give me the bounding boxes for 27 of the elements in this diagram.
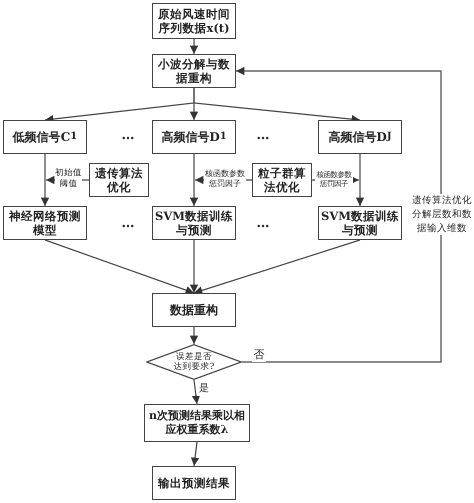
process-box: SVM数据训练与预测 xyxy=(152,206,236,240)
edge-label: 初始值阈值 xyxy=(55,168,82,190)
process-box: SVM数据训练与预测 xyxy=(318,206,402,240)
edge-label: 否 xyxy=(252,348,266,362)
process-box: 数据重构 xyxy=(152,293,236,327)
arrow xyxy=(190,154,198,206)
arrow xyxy=(44,239,194,294)
edge-label: 是 xyxy=(197,383,211,396)
note-text: 遗传算法优化分解层数和数据输入维数 xyxy=(412,194,472,236)
arrow xyxy=(194,239,360,294)
arrow xyxy=(190,327,198,344)
arrow xyxy=(190,240,198,293)
arrow xyxy=(192,380,200,404)
process-box: 原始风速时间序列数据x(t) xyxy=(152,3,236,39)
arrow xyxy=(190,442,200,466)
process-box: 小波分解与数据重构 xyxy=(152,54,236,88)
process-box: 输出预测结果 xyxy=(152,466,236,500)
arrow xyxy=(190,39,198,54)
process-box: 神经网络预测模型 xyxy=(3,206,87,240)
process-box: 粒子群算法优化 xyxy=(252,163,312,197)
process-box: 遗传算法优化 xyxy=(89,163,149,197)
arrow xyxy=(356,154,364,206)
arrow xyxy=(236,66,442,363)
arrow xyxy=(40,154,50,206)
process-box: n次预测结果乘以相应权重系数λ xyxy=(144,404,250,442)
edge-label: 核函数参数惩罚因子 xyxy=(204,169,246,189)
decision-diamond: 误差是否达到要求? xyxy=(146,344,242,380)
